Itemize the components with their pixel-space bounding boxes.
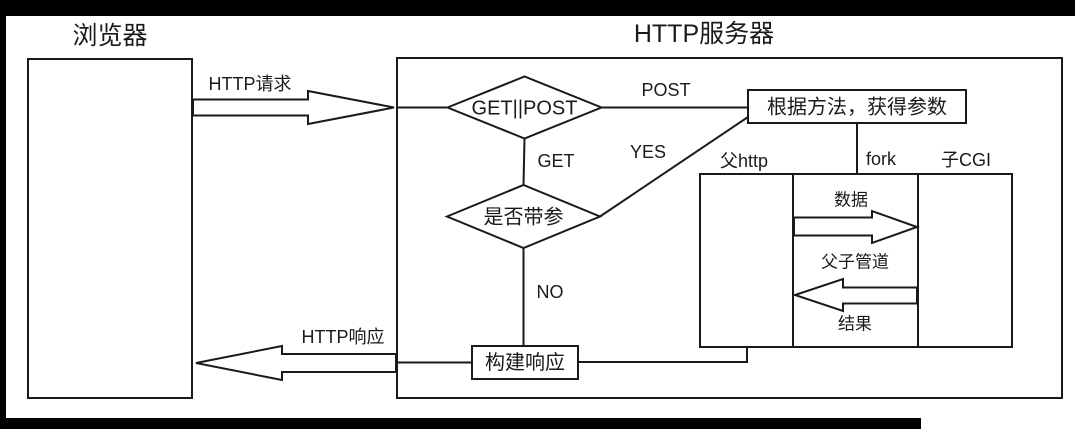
http-response-label: HTTP响应 <box>302 327 385 347</box>
result-label: 结果 <box>838 315 872 334</box>
get-branch-line <box>522 138 526 186</box>
yes-branch-line <box>599 116 749 218</box>
no-label: NO <box>537 282 564 302</box>
fork-label: fork <box>866 149 897 169</box>
child-cgi-label: 子CGI <box>941 150 991 170</box>
process-group-box <box>699 173 1013 348</box>
pipe-label: 父子管道 <box>821 253 889 272</box>
build-response-label: 构建响应 <box>485 351 565 374</box>
get-label: GET <box>537 151 574 171</box>
parent-to-build-line <box>578 347 748 363</box>
get-parameters-box <box>747 89 967 124</box>
result-arrow-icon <box>791 277 918 313</box>
frame-bottom-bar <box>0 418 921 429</box>
post-label: POST <box>641 80 690 100</box>
get-parameters-label: 根据方法，获得参数 <box>767 96 947 119</box>
http-request-label: HTTP请求 <box>209 74 292 94</box>
frame-top-bar <box>0 0 1075 16</box>
decision-get-post-label: GET||POST <box>472 98 578 120</box>
decision-get-post-diamond <box>444 75 605 140</box>
build-response-box <box>471 345 579 380</box>
decision-has-params-diamond <box>444 183 603 250</box>
browser-title: 浏览器 <box>72 22 147 50</box>
yes-label: YES <box>630 142 666 162</box>
browser-box <box>27 58 193 399</box>
data-arrow-icon <box>793 209 920 245</box>
parent-http-label: 父http <box>720 151 768 171</box>
data-label: 数据 <box>834 191 868 210</box>
http-request-arrow-icon <box>192 89 395 126</box>
decision-has-params-label: 是否带参 <box>484 206 564 229</box>
frame-left-bar <box>0 0 6 429</box>
server-title: HTTP服务器 <box>634 20 774 48</box>
http-response-arrow-icon <box>195 344 397 382</box>
